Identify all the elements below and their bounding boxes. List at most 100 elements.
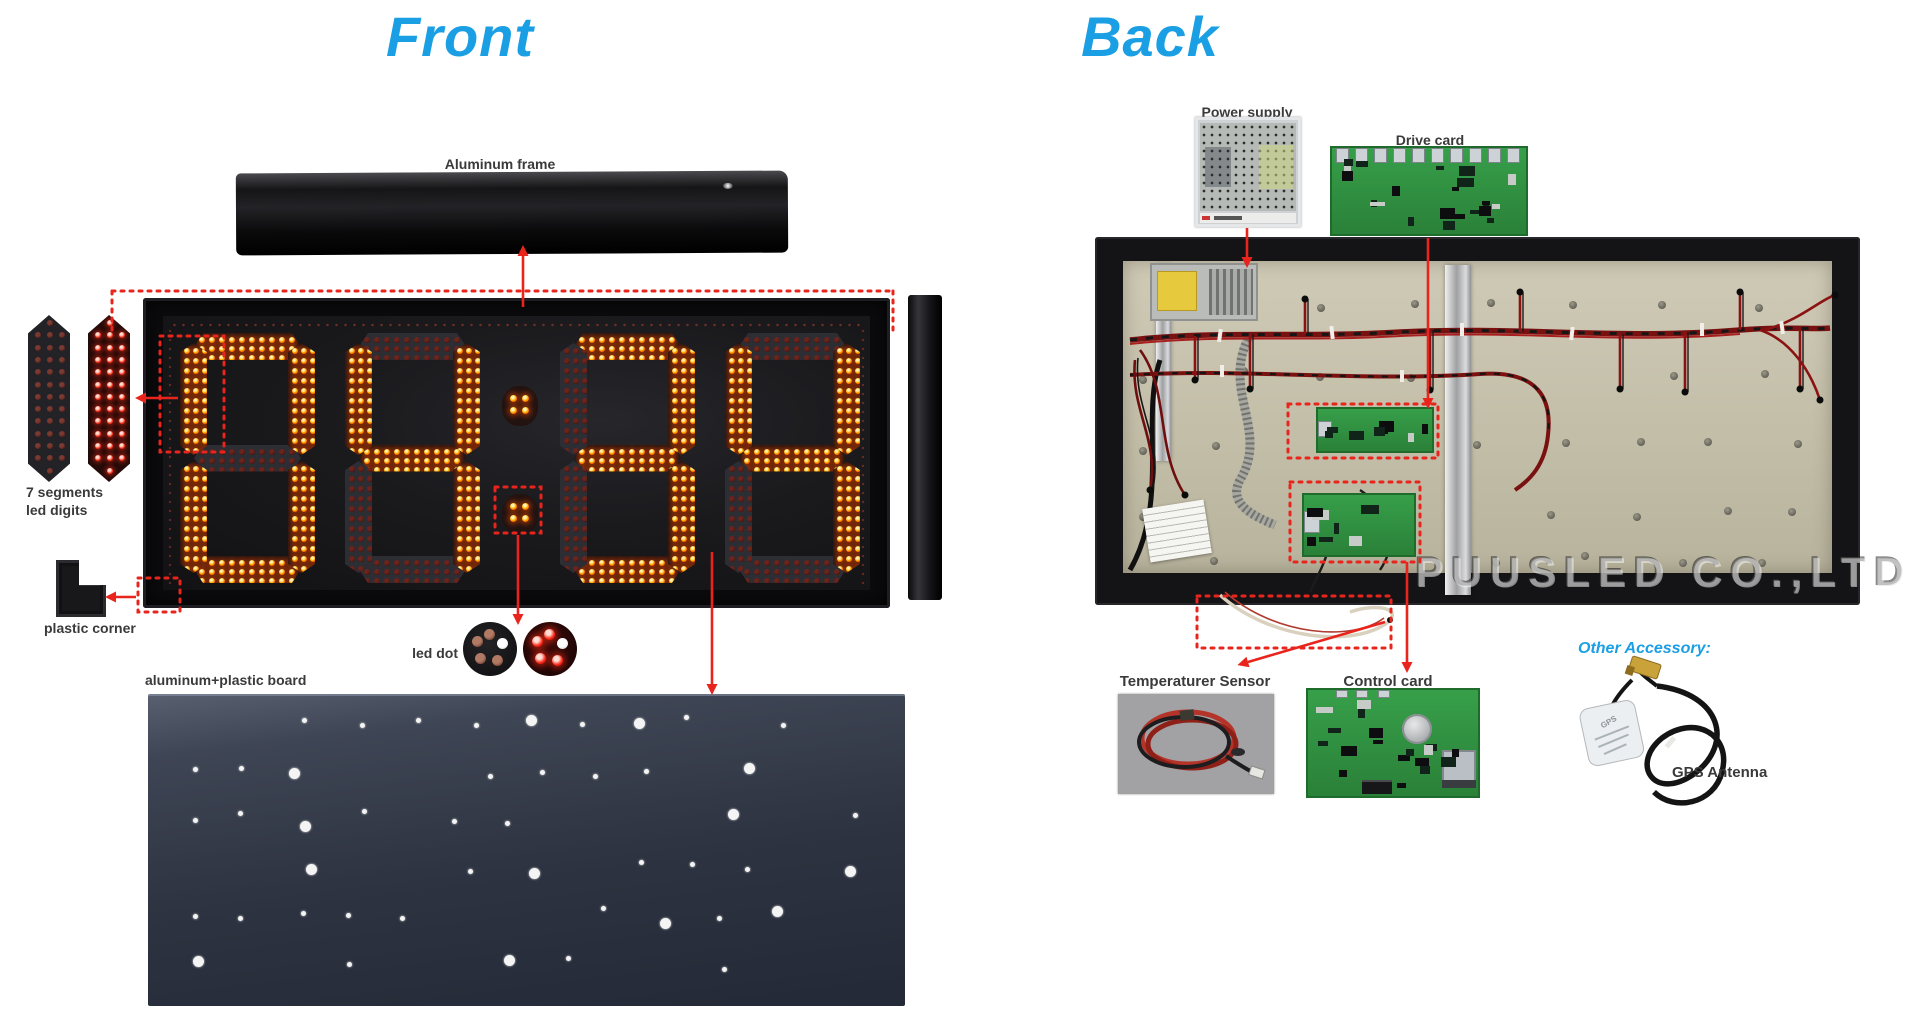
led (774, 560, 780, 566)
psu-component-blob (1259, 145, 1293, 189)
colon-dot (502, 386, 538, 426)
screw (1636, 438, 1645, 446)
led (358, 516, 364, 522)
led (47, 320, 53, 326)
led (184, 516, 190, 522)
led (184, 428, 190, 434)
led (475, 486, 481, 492)
led (424, 458, 430, 464)
led (292, 486, 298, 492)
digit-segment-tr (833, 343, 860, 455)
led (639, 467, 645, 473)
led (259, 458, 265, 464)
led (582, 348, 588, 354)
led (475, 506, 481, 512)
rj45-port (1442, 750, 1476, 788)
temperature-sensor-label: Temperaturer Sensor (1119, 673, 1271, 690)
led (358, 556, 364, 562)
panel-wiring (1127, 288, 1839, 639)
board-hole (399, 915, 405, 921)
led (475, 536, 481, 542)
led (457, 438, 463, 444)
led (229, 449, 235, 455)
led (609, 346, 615, 352)
led (837, 388, 843, 394)
led (59, 393, 65, 400)
led (747, 348, 753, 354)
pcb-chip (1307, 537, 1317, 546)
led (310, 496, 316, 502)
led (681, 486, 687, 492)
led (747, 368, 753, 374)
led (573, 556, 579, 562)
led (475, 418, 481, 424)
led (564, 408, 570, 414)
led (837, 516, 843, 522)
led (764, 355, 770, 361)
led (690, 438, 696, 444)
led (434, 355, 440, 361)
led (475, 526, 481, 532)
led (374, 346, 380, 352)
led (119, 381, 125, 388)
led (279, 458, 285, 464)
gps-antenna-photo: GPS (1579, 655, 1727, 806)
led (384, 569, 390, 575)
led (249, 355, 255, 361)
led (444, 337, 450, 343)
screw (1209, 557, 1218, 566)
led (855, 476, 861, 482)
led (454, 346, 460, 352)
led (564, 466, 570, 472)
led (184, 556, 190, 562)
led (573, 546, 579, 552)
led (219, 458, 225, 464)
led (292, 438, 298, 444)
led (738, 358, 744, 364)
led (424, 578, 430, 584)
led (457, 348, 463, 354)
led (454, 578, 460, 584)
led (119, 356, 125, 363)
board-hole (238, 810, 244, 816)
led (193, 506, 199, 512)
led (814, 346, 820, 352)
led (497, 638, 508, 649)
control-card-on-panel (1302, 493, 1416, 557)
led (367, 506, 373, 512)
led (193, 358, 199, 364)
led (573, 408, 579, 414)
led (457, 496, 463, 502)
led (209, 458, 215, 464)
led (301, 378, 307, 384)
led (444, 560, 450, 566)
led (738, 368, 744, 374)
led (582, 428, 588, 434)
led (564, 348, 570, 354)
led (535, 653, 546, 664)
led (466, 348, 472, 354)
led (394, 569, 400, 575)
led (774, 578, 780, 584)
led (738, 486, 744, 492)
led (669, 578, 675, 584)
led (466, 516, 472, 522)
digit-segment-br (833, 461, 860, 573)
screw (1562, 439, 1571, 448)
led (184, 476, 190, 482)
led (358, 388, 364, 394)
pcb-chip (1396, 782, 1406, 789)
led (107, 369, 113, 376)
led (582, 496, 588, 502)
led (814, 467, 820, 473)
led (269, 449, 275, 455)
led (837, 438, 843, 444)
led (47, 332, 53, 339)
led (466, 546, 472, 552)
led (119, 430, 125, 437)
led (804, 569, 810, 575)
led (239, 337, 245, 343)
led (59, 430, 65, 437)
led (814, 458, 820, 464)
led (690, 526, 696, 532)
